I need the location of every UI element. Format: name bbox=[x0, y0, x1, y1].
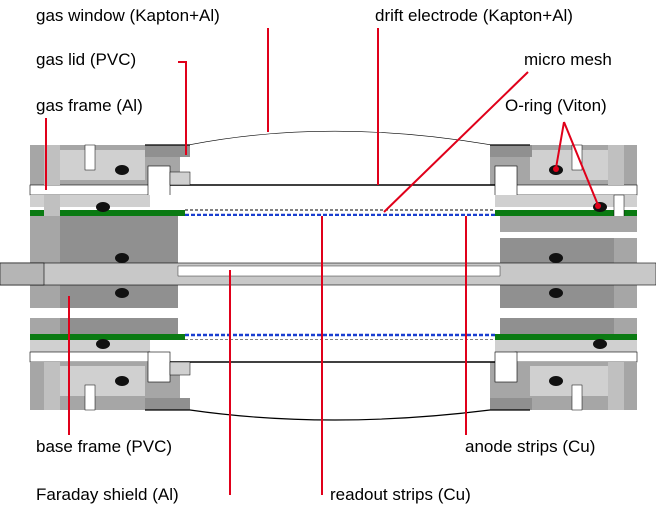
gas-lid-step-right bbox=[487, 145, 532, 157]
label-gas-frame: gas frame (Al) bbox=[36, 96, 143, 115]
gas-lid-left-top bbox=[60, 150, 145, 180]
label-base-frame: base frame (PVC) bbox=[36, 437, 173, 456]
label-micro-mesh: micro mesh bbox=[524, 50, 612, 69]
label-readout-strips: readout strips (Cu) bbox=[330, 485, 471, 504]
gap-top-right bbox=[514, 184, 638, 196]
gas-window-bottom bbox=[145, 409, 530, 421]
leader-micro-mesh bbox=[383, 71, 529, 213]
leader-o-ring-1 bbox=[555, 121, 565, 169]
gas-lid-step-left bbox=[145, 145, 190, 157]
leader-o-ring-2 bbox=[563, 121, 599, 206]
label-gas-lid: gas lid (PVC) bbox=[36, 50, 137, 69]
gap-top-left bbox=[29, 184, 151, 196]
label-gas-window: gas window (Kapton+Al) bbox=[36, 6, 220, 25]
label-o-ring: O-ring (Viton) bbox=[505, 96, 607, 115]
label-anode-strips: anode strips (Cu) bbox=[465, 437, 596, 456]
label-drift-electrode: drift electrode (Kapton+Al) bbox=[375, 6, 573, 25]
leader-gas-lid bbox=[178, 61, 187, 155]
gas-lid-right-top bbox=[530, 150, 608, 180]
o-rings bbox=[96, 165, 607, 386]
label-faraday-shield: Faraday shield (Al) bbox=[36, 485, 179, 504]
